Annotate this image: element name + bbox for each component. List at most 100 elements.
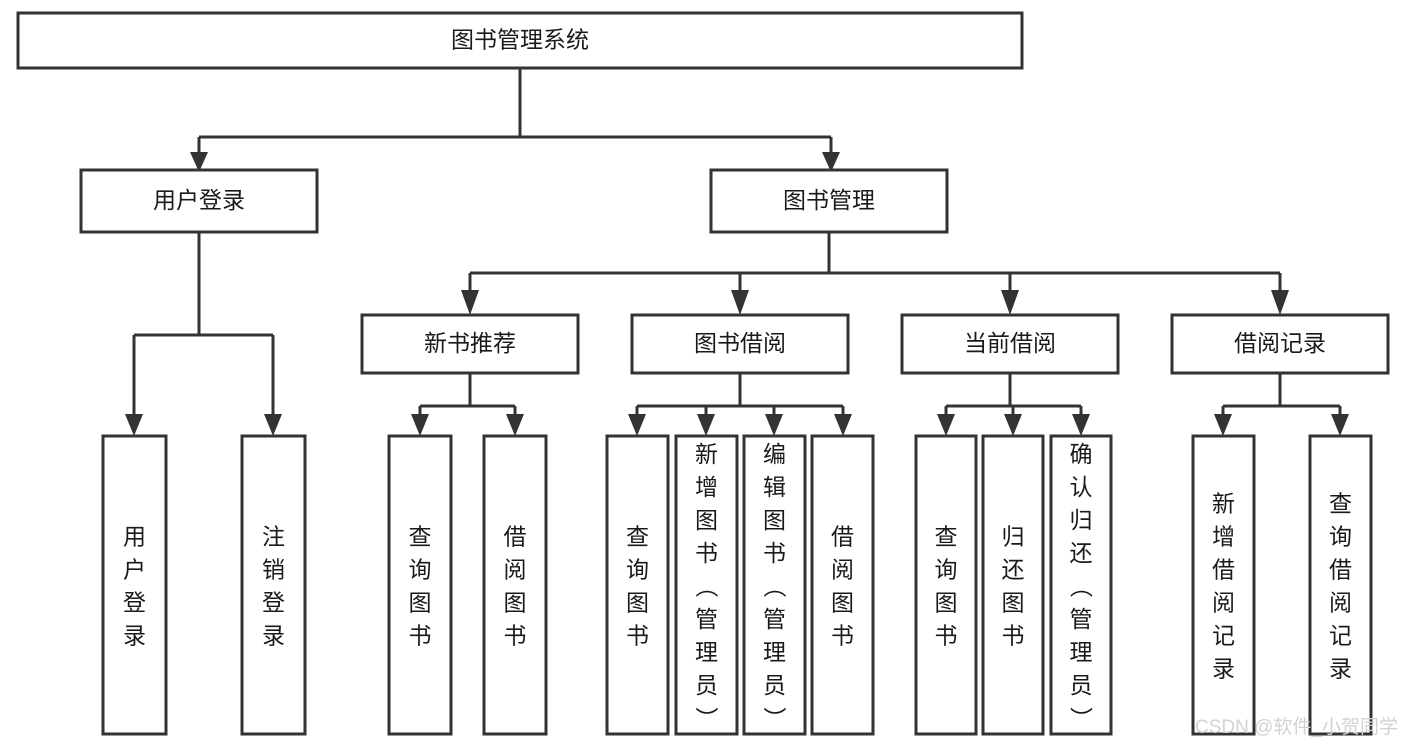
- svg-text:阅: 阅: [504, 557, 527, 583]
- node-box-leaf-user-logout[interactable]: [240, 434, 307, 736]
- node-box-new-book-recommend[interactable]: [360, 313, 580, 375]
- svg-text:归: 归: [1002, 524, 1025, 550]
- node-box-borrow-record[interactable]: [1170, 313, 1390, 375]
- arrow-head-leaf-query-record: [1331, 414, 1349, 436]
- node-box-leaf-return-book[interactable]: [981, 434, 1045, 736]
- node-box-leaf-add-book[interactable]: [674, 434, 739, 736]
- node-box-root[interactable]: [16, 11, 1024, 70]
- svg-text:管: 管: [1070, 606, 1093, 632]
- svg-text:管: 管: [763, 606, 786, 632]
- node-label-user-login: 用户登录: [153, 187, 245, 213]
- connector-user-login-to-leaves: [132, 232, 275, 416]
- svg-text:书: 书: [504, 623, 527, 649]
- svg-text:借: 借: [1212, 557, 1235, 583]
- connector-layer: [125, 68, 1349, 436]
- connector-current-borrow-to-leaves: [944, 373, 1083, 416]
- svg-text:查: 查: [626, 524, 649, 550]
- svg-text:（: （: [694, 575, 720, 598]
- connector-root-to-level2: [197, 68, 833, 152]
- svg-text:图: 图: [1002, 590, 1025, 616]
- node-root[interactable]: 图书管理系统: [16, 11, 1024, 70]
- node-borrow-record[interactable]: 借阅记录: [1170, 313, 1390, 375]
- svg-text:员: 员: [695, 672, 718, 698]
- svg-text:书: 书: [763, 540, 786, 566]
- node-new-book-recommend[interactable]: 新书推荐: [360, 313, 580, 375]
- node-box-leaf-query-record[interactable]: [1308, 434, 1373, 736]
- node-box-book-manage[interactable]: [709, 168, 949, 234]
- svg-text:录: 录: [123, 623, 146, 649]
- svg-text:确: 确: [1070, 441, 1093, 467]
- svg-text:查: 查: [1329, 491, 1352, 517]
- node-box-leaf-borrow-book-rec[interactable]: [482, 434, 548, 736]
- svg-text:用: 用: [123, 524, 146, 550]
- node-box-leaf-add-record[interactable]: [1191, 434, 1256, 736]
- node-label-root: 图书管理系统: [451, 27, 589, 53]
- svg-text:增: 增: [1212, 524, 1235, 550]
- node-box-leaf-confirm-return[interactable]: [1049, 434, 1113, 736]
- svg-text:阅: 阅: [1329, 590, 1352, 616]
- node-label-current-borrow: 当前借阅: [964, 330, 1056, 356]
- node-user-login[interactable]: 用户登录: [79, 168, 319, 234]
- svg-text:询: 询: [1329, 524, 1352, 550]
- svg-text:图: 图: [763, 507, 786, 533]
- svg-text:查: 查: [935, 524, 958, 550]
- svg-text:）: ）: [694, 707, 720, 730]
- connector-borrow-record-to-leaves: [1221, 373, 1342, 416]
- node-book-manage[interactable]: 图书管理: [709, 168, 949, 234]
- svg-text:图: 图: [504, 590, 527, 616]
- svg-text:询: 询: [935, 557, 958, 583]
- node-box-user-login[interactable]: [79, 168, 319, 234]
- node-label-new-book-recommend: 新书推荐: [424, 330, 516, 356]
- svg-text:录: 录: [1212, 656, 1235, 682]
- svg-text:阅: 阅: [1212, 590, 1235, 616]
- node-leaf-user-login[interactable]: 用户登录: [101, 434, 168, 736]
- node-current-borrow[interactable]: 当前借阅: [900, 313, 1120, 375]
- node-label-book-borrow: 图书借阅: [694, 330, 786, 356]
- node-box-leaf-query-book-borrow[interactable]: [605, 434, 670, 736]
- node-box-leaf-user-login[interactable]: [101, 434, 168, 736]
- node-box-current-borrow[interactable]: [900, 313, 1120, 375]
- node-box-leaf-query-book-cur[interactable]: [914, 434, 978, 736]
- svg-text:书: 书: [935, 623, 958, 649]
- svg-text:新: 新: [1212, 491, 1235, 517]
- node-box-book-borrow[interactable]: [630, 313, 850, 375]
- connector-book-manage-to-level3: [468, 232, 1282, 290]
- arrow-head-leaf-add-record: [1214, 414, 1232, 436]
- arrow-head-leaf-return-book: [1004, 414, 1022, 436]
- arrow-head-leaf-borrow-book-rec: [506, 414, 524, 436]
- csdn-watermark: CSDN @软件_小贺同学: [1195, 716, 1398, 738]
- svg-text:借: 借: [504, 524, 527, 550]
- arrow-head-leaf-query-book-borrow: [628, 414, 646, 436]
- svg-text:归: 归: [1070, 507, 1093, 533]
- arrow-head-leaf-query-book-rec: [411, 414, 429, 436]
- node-book-borrow[interactable]: 图书借阅: [630, 313, 850, 375]
- svg-text:借: 借: [831, 524, 854, 550]
- node-box-leaf-query-book-rec[interactable]: [387, 434, 453, 736]
- svg-text:增: 增: [695, 474, 718, 500]
- svg-text:登: 登: [262, 590, 285, 616]
- svg-text:询: 询: [626, 557, 649, 583]
- node-box-leaf-edit-book[interactable]: [742, 434, 807, 736]
- arrow-head-leaf-user-login: [125, 414, 143, 436]
- svg-text:借: 借: [1329, 557, 1352, 583]
- svg-text:记: 记: [1212, 623, 1235, 649]
- svg-text:图: 图: [626, 590, 649, 616]
- connector-new-book-recommend-to-leaves: [418, 373, 517, 416]
- node-box-leaf-borrow-book[interactable]: [810, 434, 875, 736]
